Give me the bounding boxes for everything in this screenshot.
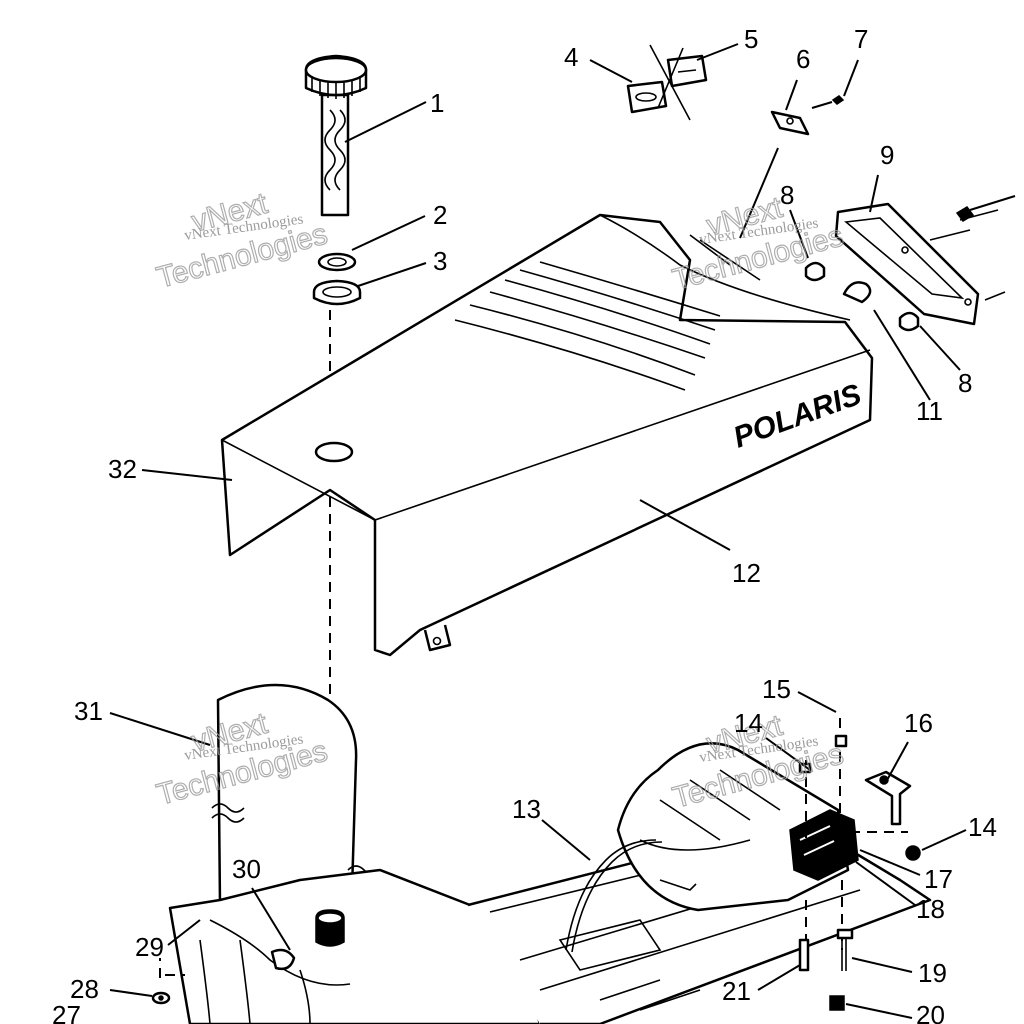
callout-label: 14	[734, 708, 763, 738]
pin-part	[798, 938, 810, 972]
callout-label: 29	[135, 932, 164, 962]
grommet-right-part	[898, 311, 920, 332]
callout-label: 19	[918, 958, 947, 988]
screw-part	[811, 95, 845, 109]
grommet-part	[312, 279, 362, 306]
callout-label: 32	[108, 454, 137, 484]
bolt-part	[955, 195, 1016, 222]
callout-label: 5	[744, 24, 758, 54]
callout-label: 12	[732, 558, 761, 588]
callout-label: 15	[762, 674, 791, 704]
callout-label: 27	[52, 1000, 81, 1024]
grommet-left-part	[804, 261, 826, 282]
callout-label: 9	[880, 140, 894, 170]
rivet-part	[798, 762, 812, 774]
washer-left-part	[151, 991, 171, 1005]
gasket-part	[317, 252, 357, 272]
callout-label: 17	[924, 864, 953, 894]
decal-plate-part	[626, 80, 668, 114]
callout-label: 21	[722, 976, 751, 1006]
fuel-cap-part	[304, 54, 368, 217]
callout-label: 7	[854, 24, 868, 54]
callout-label: 31	[74, 696, 103, 726]
leader-lines	[109, 43, 967, 1019]
bolt-lower-part	[829, 995, 845, 1011]
screw-lower-part	[836, 928, 854, 971]
taillight-housing-part	[834, 202, 1006, 326]
rear-storage-part	[616, 742, 850, 912]
callout-label: 2	[433, 200, 447, 230]
callout-label: 16	[904, 708, 933, 738]
bracket-plate-part	[649, 44, 708, 121]
rear-flap-part	[211, 683, 381, 907]
callout-label: 8	[780, 180, 794, 210]
callout-labels: 1 2 3 4 5 6 7 8 8 9 11 12 13 14 14 15 16…	[52, 24, 997, 1024]
nut-part	[834, 734, 848, 748]
callout-label: 14	[968, 812, 997, 842]
callout-label: 1	[430, 88, 444, 118]
bulb-part	[842, 281, 872, 304]
callout-label: 6	[796, 44, 810, 74]
callout-label: 8	[958, 368, 972, 398]
washer-part	[905, 845, 921, 861]
callout-label: 11	[916, 396, 943, 426]
callout-label: 28	[70, 974, 99, 1004]
callout-label: 30	[232, 854, 261, 884]
hose-clamp-part	[270, 948, 296, 971]
seat-part: POLARIS	[220, 213, 874, 657]
callout-label: 18	[916, 894, 945, 924]
mount-plate-part	[770, 110, 810, 136]
callout-label: 20	[916, 1000, 945, 1024]
callout-label: 13	[512, 794, 541, 824]
callout-label: 4	[564, 42, 578, 72]
callout-label: 3	[433, 246, 447, 276]
cable-part	[565, 839, 697, 953]
